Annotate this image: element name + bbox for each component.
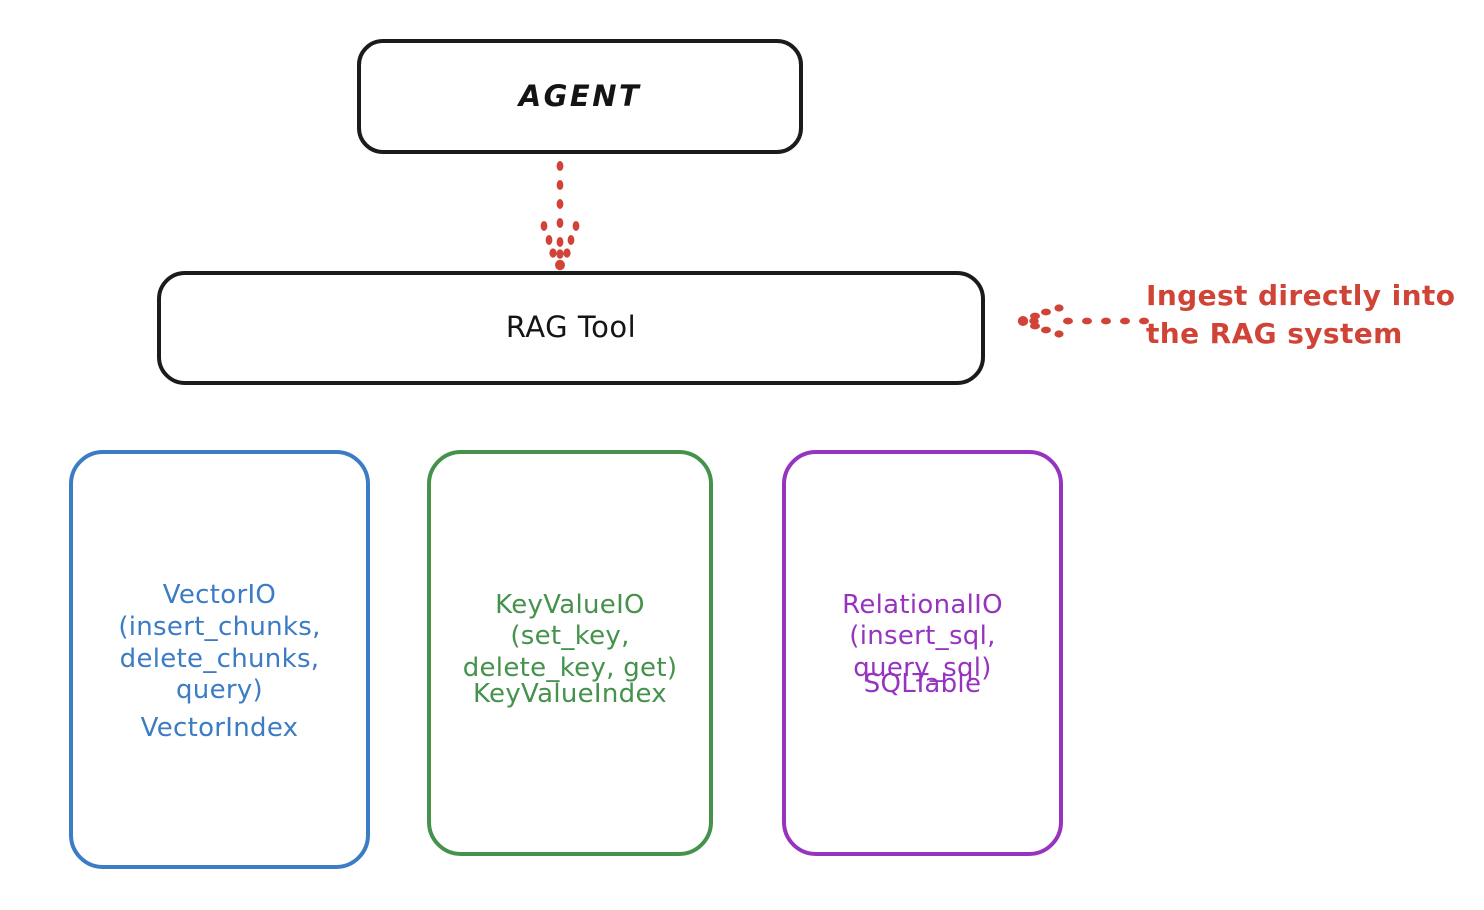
node-agent[interactable]: AGENT — [357, 39, 803, 154]
node-vector-io[interactable]: VectorIO (insert_chunks, delete_chunks, … — [69, 450, 370, 869]
node-key-value-io[interactable]: KeyValueIO (set_key, delete_key, get) Ke… — [427, 450, 713, 856]
node-vector-index-label: VectorIndex — [140, 713, 299, 744]
node-key-value-index-label: KeyValueIndex — [472, 678, 667, 709]
node-vector-io-api-label: VectorIO (insert_chunks, delete_chunks, … — [118, 580, 321, 706]
arrow-agent-to-rag-tool — [540, 161, 580, 271]
annotation-ingest-text: Ingest directly into the RAG system — [1146, 279, 1456, 350]
node-relational-io[interactable]: RelationalIO (insert_sql, query_sql) SQL… — [782, 450, 1063, 856]
node-rag-tool[interactable]: RAG Tool — [157, 271, 985, 385]
node-rag-tool-label: RAG Tool — [505, 310, 637, 345]
node-key-value-io-api-label: KeyValueIO (set_key, delete_key, get) — [462, 589, 678, 683]
node-sql-table-label: SQLTable — [863, 668, 982, 699]
arrow-ingest-to-rag-tool — [1017, 304, 1149, 338]
node-relational-io-api-label: RelationalIO (insert_sql, query_sql) — [842, 589, 1003, 683]
node-agent-label: AGENT — [518, 78, 642, 113]
